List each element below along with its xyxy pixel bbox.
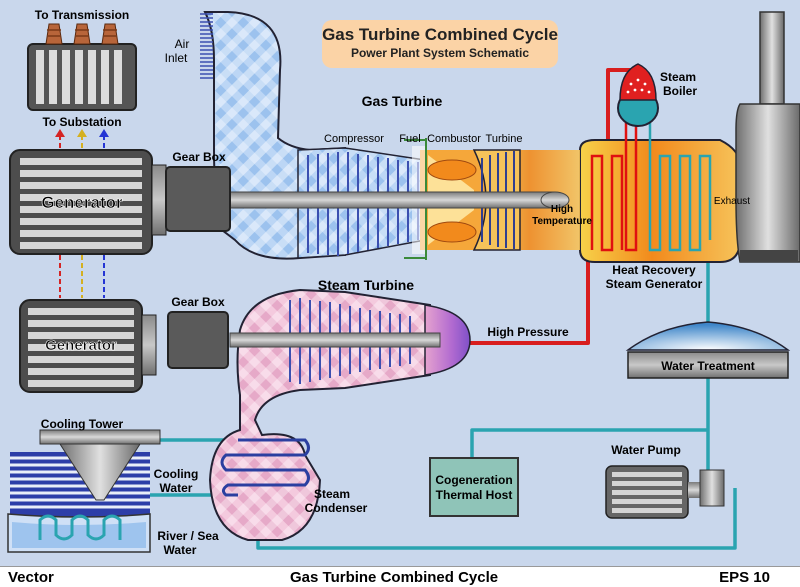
label-hrsg-2: Steam Generator bbox=[606, 277, 703, 291]
label-high-pressure: High Pressure bbox=[487, 325, 569, 339]
electrical-wires bbox=[55, 129, 109, 298]
label-river-1: River / Sea bbox=[157, 529, 219, 543]
diagram-labels: To Transmission To Substation Air Inlet … bbox=[35, 8, 755, 557]
label-to-substation: To Substation bbox=[42, 115, 121, 129]
air-inlet-grille bbox=[200, 13, 213, 79]
label-steam-boiler-2: Boiler bbox=[663, 84, 697, 98]
exhaust-stack bbox=[735, 11, 800, 263]
cogeneration-thermal-host bbox=[429, 457, 519, 517]
label-high-temp-1: High bbox=[551, 204, 573, 215]
diagram-header: Gas Turbine Combined Cycle Power Plant S… bbox=[322, 20, 558, 68]
diagram-subtitle: Power Plant System Schematic bbox=[350, 46, 530, 60]
label-to-transmission: To Transmission bbox=[35, 8, 129, 22]
water-pump-icon bbox=[605, 465, 725, 519]
label-combustor: Combustor bbox=[427, 133, 481, 145]
label-compressor: Compressor bbox=[324, 133, 384, 145]
label-hrsg-1: Heat Recovery bbox=[612, 263, 696, 277]
steam-turbine-shaft bbox=[229, 332, 441, 348]
footer-center: Gas Turbine Combined Cycle bbox=[290, 569, 499, 586]
label-turbine: Turbine bbox=[486, 133, 523, 145]
label-cogeneration-1: Cogeneration bbox=[435, 473, 512, 487]
label-steam-condenser-2: Condenser bbox=[305, 501, 368, 515]
generator-top-icon bbox=[9, 149, 167, 255]
label-cooling-tower: Cooling Tower bbox=[41, 417, 124, 431]
gas-turbine-shaft bbox=[229, 191, 556, 209]
cooling-tower-icon bbox=[7, 429, 161, 553]
steam-boiler-icon bbox=[617, 63, 659, 127]
label-air-inlet-1: Air bbox=[175, 37, 190, 51]
generator-bottom-icon bbox=[19, 299, 157, 393]
label-river-2: Water bbox=[164, 543, 197, 557]
footer-left: Vector bbox=[8, 569, 54, 586]
label-gear-box-bottom: Gear Box bbox=[171, 295, 225, 309]
label-water-pump: Water Pump bbox=[611, 443, 681, 457]
label-steam-condenser-1: Steam bbox=[314, 487, 350, 501]
label-air-inlet-2: Inlet bbox=[165, 51, 188, 65]
label-generator-bottom: Generator bbox=[45, 337, 117, 354]
footer-right: EPS 10 bbox=[719, 569, 770, 586]
label-fuel: Fuel bbox=[399, 133, 420, 145]
footer-bar: Vector Gas Turbine Combined Cycle EPS 10 bbox=[0, 566, 800, 587]
label-generator-top: Generator bbox=[41, 193, 123, 212]
water-treatment-unit bbox=[625, 321, 791, 379]
label-steam-turbine: Steam Turbine bbox=[318, 277, 414, 293]
gear-box-top bbox=[165, 166, 231, 232]
label-cooling-water-1: Cooling bbox=[154, 467, 199, 481]
condenser-coil bbox=[220, 438, 310, 497]
diagram-title: Gas Turbine Combined Cycle bbox=[322, 25, 558, 44]
label-exhaust: Exhaust bbox=[714, 196, 750, 207]
label-water-treatment: Water Treatment bbox=[661, 359, 755, 373]
steam-turbine-casing bbox=[208, 288, 471, 541]
label-gas-turbine: Gas Turbine bbox=[362, 93, 443, 109]
label-cogeneration-2: Thermal Host bbox=[436, 488, 513, 502]
gear-box-bottom bbox=[167, 311, 229, 369]
label-gear-box-top: Gear Box bbox=[172, 150, 226, 164]
label-steam-boiler-1: Steam bbox=[660, 70, 696, 84]
label-cooling-water-2: Water bbox=[160, 481, 193, 495]
label-high-temp-2: Temperature bbox=[532, 216, 592, 227]
transformer-icon bbox=[27, 23, 137, 111]
